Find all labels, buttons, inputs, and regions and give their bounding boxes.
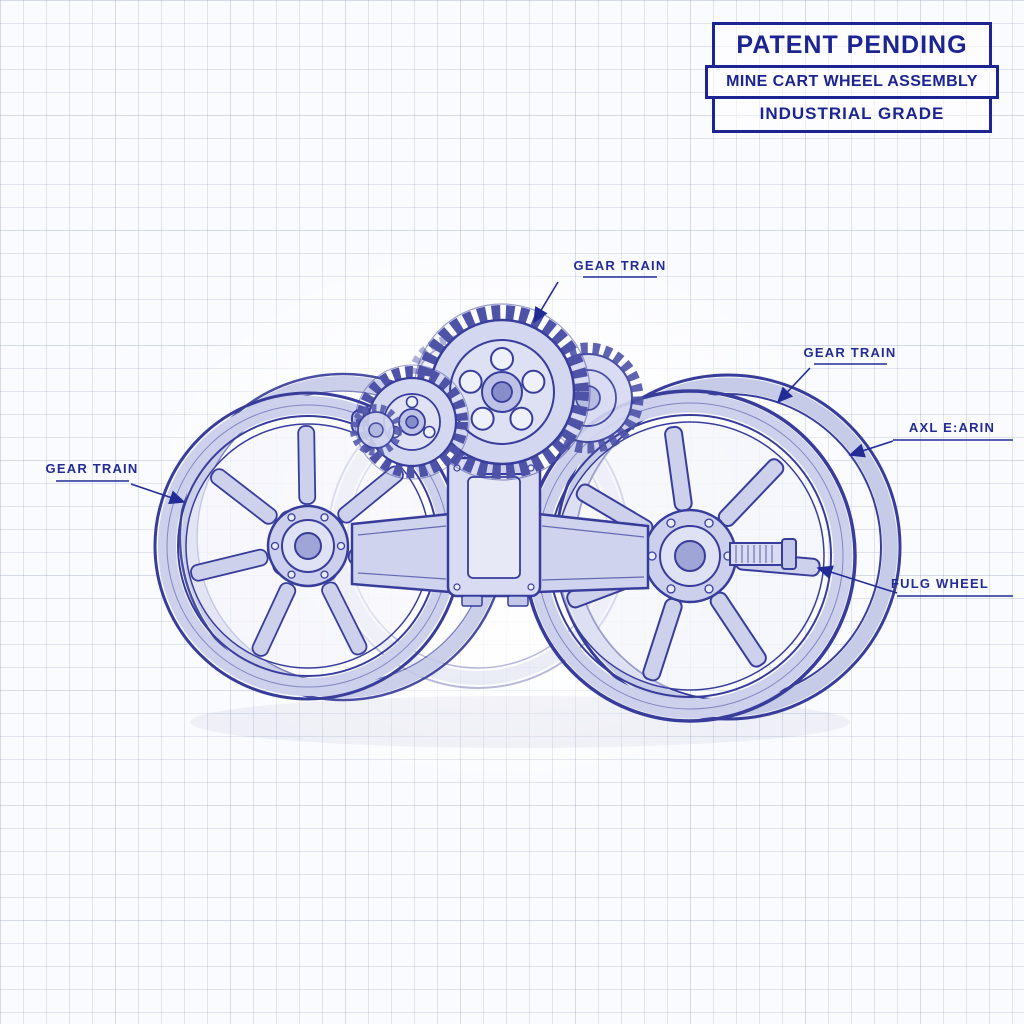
label-gear-train-left: GEAR TRAIN	[46, 461, 139, 476]
gear-train	[350, 303, 644, 481]
patent-pending-title: PATENT PENDING	[712, 22, 992, 68]
label-gear-train-right: GEAR TRAIN	[804, 345, 897, 360]
idler-gear	[354, 364, 470, 480]
assembly-name: MINE CART WHEEL ASSEMBLY	[705, 65, 999, 99]
pinion-gear	[350, 404, 402, 456]
label-axle-bearing: AXL E:ARIN	[909, 420, 995, 435]
title-block: PATENT PENDING MINE CART WHEEL ASSEMBLY …	[705, 22, 999, 133]
label-flange-wheel: FULG WHEEL	[891, 576, 989, 591]
grade-label: INDUSTRIAL GRADE	[712, 96, 992, 133]
label-gear-train-top: GEAR TRAIN	[574, 258, 667, 273]
callouts: GEAR TRAIN GEAR TRAIN AXL E:ARIN FULG WH…	[46, 258, 1013, 597]
